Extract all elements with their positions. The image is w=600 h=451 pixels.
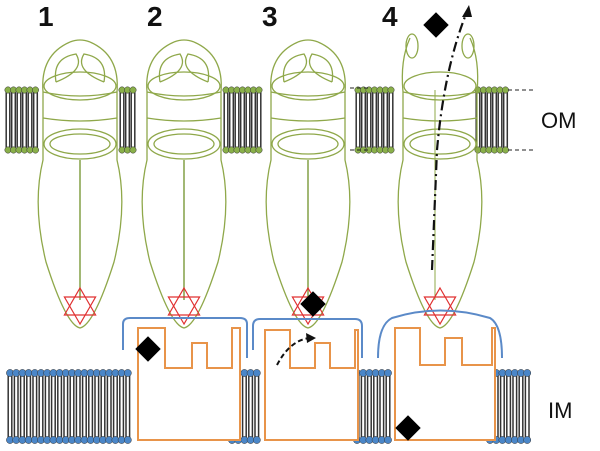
om-guide-lines bbox=[350, 87, 535, 151]
step-number-3: 3 bbox=[262, 1, 278, 32]
inner-complex-3 bbox=[377, 309, 503, 441]
substrate-diamond-icon-step-2 bbox=[135, 336, 161, 362]
transporter-unit-2 bbox=[141, 39, 227, 329]
substrate-diamond-icon-step-4-top bbox=[423, 12, 449, 38]
step-number-4: 4 bbox=[382, 1, 398, 32]
outer-membrane-label: OM bbox=[541, 108, 576, 133]
red-star-of-david-icon bbox=[63, 286, 97, 326]
substrate-diamond-icon-step-4-bottom bbox=[395, 415, 421, 441]
outer-membrane bbox=[4, 86, 509, 154]
curved-arrow-icon bbox=[276, 333, 316, 366]
inner-complex-1 bbox=[122, 317, 248, 441]
step-number-2: 2 bbox=[147, 1, 163, 32]
inner-membrane-label: IM bbox=[548, 398, 572, 423]
transporter-unit-3 bbox=[265, 39, 351, 329]
step-number-1: 1 bbox=[38, 1, 54, 32]
substrate-diamond-icon-step-3 bbox=[300, 291, 326, 317]
dash-dot-arrow-icon bbox=[430, 5, 472, 271]
red-star-of-david-icon bbox=[167, 286, 201, 326]
inner-complex-2 bbox=[252, 318, 363, 441]
transporter-unit-4 bbox=[397, 33, 483, 329]
transporter-unit-1 bbox=[37, 39, 123, 329]
